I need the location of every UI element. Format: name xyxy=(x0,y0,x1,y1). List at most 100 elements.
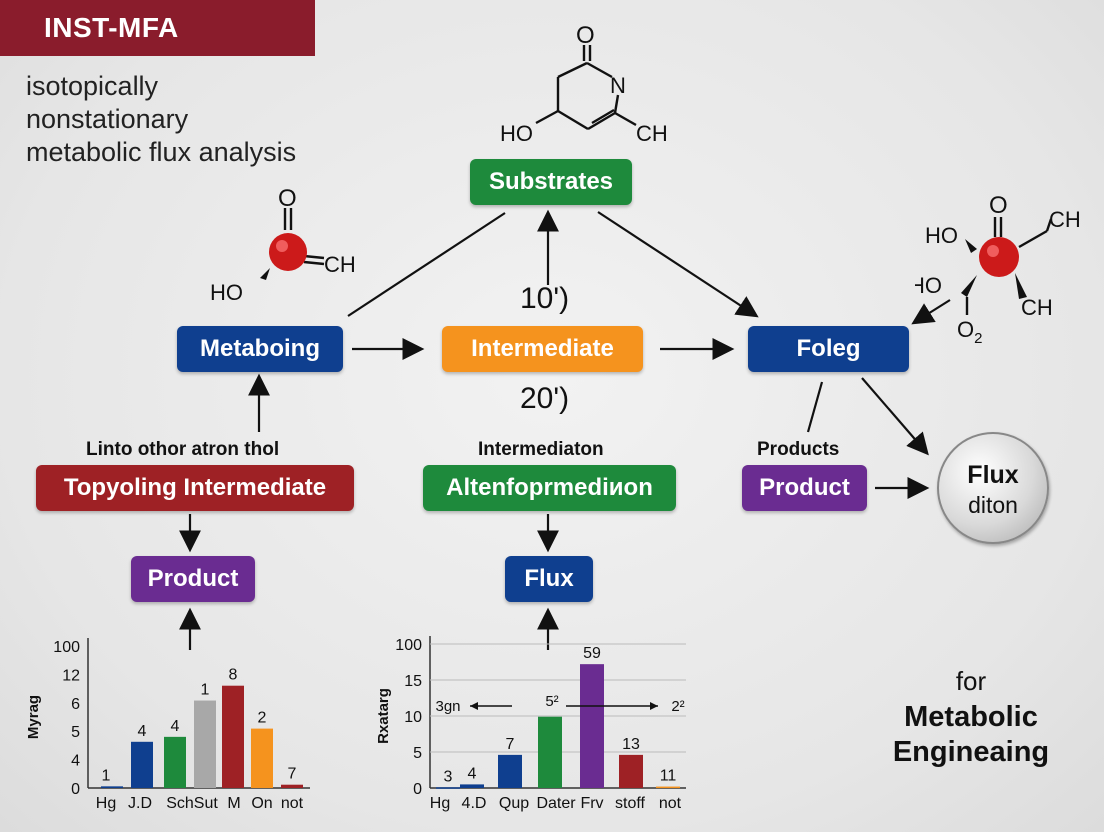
chem-left-molecule: O CH HO xyxy=(210,185,356,305)
foleg-node[interactable]: Foleg xyxy=(748,326,909,372)
chart-category-label: M xyxy=(227,795,240,812)
chart-bar-label: 7 xyxy=(288,766,297,783)
chem-right-o2-o: O xyxy=(957,317,974,342)
chart-ytick-label: 0 xyxy=(71,781,80,798)
chart-bar xyxy=(194,700,216,788)
chart-bar xyxy=(436,787,460,789)
substrates-node[interactable]: Substrates xyxy=(470,159,632,205)
chart-bar-label: 8 xyxy=(229,667,238,684)
chart-bar-label: 2 xyxy=(258,710,267,727)
topyoling-node[interactable]: Topyoling Intermediate xyxy=(36,465,354,511)
chem-right-ch1: CH xyxy=(1049,207,1081,232)
flux-label: Flux xyxy=(524,565,574,592)
chart-category-label: not xyxy=(281,795,304,812)
chart-category-label: Hg xyxy=(96,795,116,812)
topyoling-label: Topyoling Intermediate xyxy=(63,474,327,501)
chem-right-ho2: HO xyxy=(915,273,942,298)
chem-right-ch2: CH xyxy=(1021,295,1053,320)
chart-ytick-label: 5 xyxy=(413,745,422,762)
chart-category-label: SchSut xyxy=(166,795,218,812)
chart-bar-label: 4 xyxy=(171,718,180,735)
products-label: Products xyxy=(757,439,840,460)
intermediate-label: Intermediate xyxy=(471,335,614,362)
chart-ytick-label: 12 xyxy=(62,667,80,684)
chart-bar xyxy=(619,754,643,788)
chart-category-label: Hg xyxy=(430,795,450,812)
chart-bar-label: 1 xyxy=(102,767,111,784)
chart-category-label: stoff xyxy=(615,795,646,812)
chart-bar-label: 59 xyxy=(583,645,601,662)
chem-top-n: N xyxy=(610,73,626,98)
chart-bar-label: 3 xyxy=(444,768,453,785)
chart-ytick-label: 0 xyxy=(413,781,422,798)
chart-category-label: J.D xyxy=(128,795,152,812)
page-title: INST-MFA xyxy=(44,12,179,43)
chart-bar-label: 4 xyxy=(468,765,477,782)
product-left-label: Product xyxy=(147,565,239,592)
chart-ytick-label: 100 xyxy=(395,637,422,654)
chart-ytick-label: 4 xyxy=(71,753,80,770)
footer-for: for xyxy=(955,666,987,696)
chart-bar xyxy=(281,784,303,788)
subtitle: isotopically nonstationary metabolic flu… xyxy=(26,70,296,169)
chart-bar xyxy=(222,685,244,788)
altenfo-node[interactable]: Altenfoprmediиon xyxy=(423,465,676,511)
flux-node[interactable]: Flux xyxy=(505,556,593,602)
chart-bar xyxy=(164,736,186,788)
product-right-node[interactable]: Product xyxy=(742,465,867,511)
chart-ytick-label: 10 xyxy=(404,709,422,726)
title-banner: INST-MFA xyxy=(0,0,315,56)
chem-right-o2-sub: 2 xyxy=(974,330,982,347)
footer-line1: Metabolic xyxy=(904,701,1038,733)
chart-bar xyxy=(251,728,273,788)
footer: for Metabolic Engineaing xyxy=(866,666,1076,769)
chart-bar-label: 11 xyxy=(660,768,677,785)
chart-bar xyxy=(498,754,522,788)
chart-bar-label: 4 xyxy=(138,723,147,740)
chem-right-ho1: HO xyxy=(925,223,958,248)
chart-category-label: Qup xyxy=(499,795,529,812)
chart-annotation-left: 3gn xyxy=(435,698,460,715)
chart-category-label: On xyxy=(251,795,272,812)
flux-circle-line1: Flux xyxy=(967,461,1019,489)
chart-category-label: Frv xyxy=(580,795,603,812)
chart-bar xyxy=(656,786,680,789)
flux-circle[interactable]: Flux diton xyxy=(937,432,1049,544)
intermediaton-label: Intermediaton xyxy=(478,439,604,460)
altenfo-label: Altenfoprmediиon xyxy=(446,474,653,501)
metaboing-label: Metaboing xyxy=(200,335,320,362)
product-left-node[interactable]: Product xyxy=(131,556,255,602)
chart-annotation-arrowhead xyxy=(650,702,658,710)
chart-bar xyxy=(538,716,562,788)
chart-annotation-right: 2² xyxy=(671,698,684,715)
chart-bar xyxy=(460,784,484,788)
chart-ytick-label: 6 xyxy=(71,696,80,713)
chart-bar-label: 13 xyxy=(622,736,640,753)
chart-annotation-center: 5² xyxy=(545,693,558,710)
chart-ytick-label: 100 xyxy=(53,639,80,656)
chart-annotation-arrowhead xyxy=(470,702,478,710)
chart-bar xyxy=(580,664,604,788)
substrates-label: Substrates xyxy=(488,168,614,195)
chart-category-label: Dater xyxy=(536,795,576,812)
chart-ytick-label: 15 xyxy=(404,673,422,690)
metaboing-node[interactable]: Metaboing xyxy=(177,326,343,372)
chart-bar-label: 1 xyxy=(201,682,210,699)
chart-ytick-label: 5 xyxy=(71,724,80,741)
chart-bar xyxy=(131,741,153,788)
linto-label: Linto othor atron thol xyxy=(86,439,280,460)
subtitle-line-3: metabolic flux analysis xyxy=(26,137,297,167)
footer-line2: Engineaing xyxy=(892,736,1050,768)
chem-top-o: O xyxy=(576,22,595,49)
chart-bar xyxy=(101,786,123,788)
chem-right-o: O xyxy=(989,192,1008,219)
intermediate-node[interactable]: Intermediate xyxy=(442,326,643,372)
subtitle-line-1: isotopically xyxy=(26,71,159,101)
label-10: 10') xyxy=(520,282,570,315)
chart-ylabel: Myrag xyxy=(25,695,42,739)
chart-category-label: 4.D xyxy=(462,795,487,812)
product-right-label: Product xyxy=(759,474,850,501)
